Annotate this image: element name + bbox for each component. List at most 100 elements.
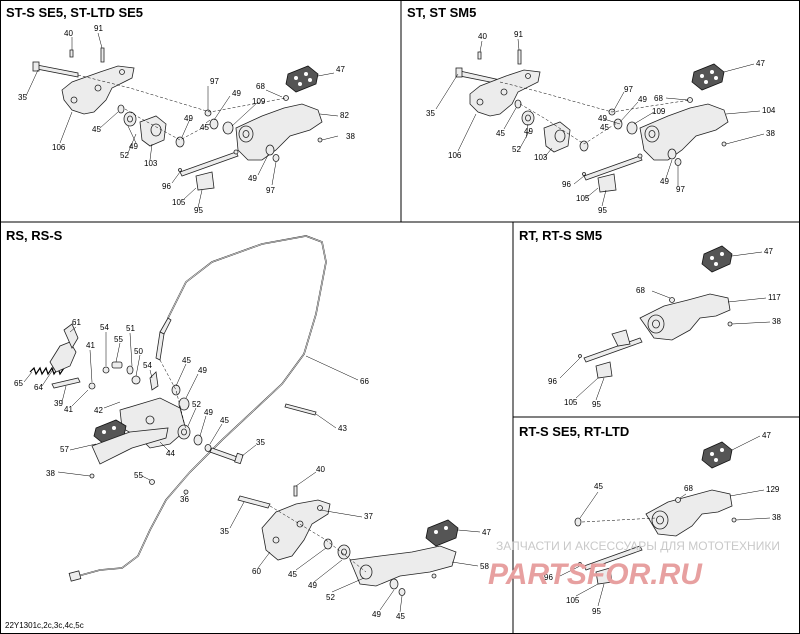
callout-52: 52 <box>192 400 201 409</box>
panel-title-rt-s-se5: RT-S SE5, RT-LTD <box>519 424 629 439</box>
panel-1-leaders <box>25 32 339 209</box>
callout-45: 45 <box>600 123 609 132</box>
callout-47: 47 <box>336 65 345 74</box>
panel-2-callouts: 40 91 35 106 45 49 52 103 96 105 95 97 4… <box>426 30 776 215</box>
callout-43: 43 <box>338 424 347 433</box>
callout-96: 96 <box>562 180 571 189</box>
panel-title-rs: RS, RS-S <box>6 228 63 243</box>
callout-57: 57 <box>60 445 69 454</box>
callout-96: 96 <box>162 182 171 191</box>
callout-45: 45 <box>182 356 191 365</box>
callout-49: 49 <box>308 581 317 590</box>
callout-35: 35 <box>256 438 265 447</box>
callout-95: 95 <box>592 400 601 409</box>
callout-54: 54 <box>143 361 152 370</box>
panel-title-st-s-se5: ST-S SE5, ST-LTD SE5 <box>6 5 143 20</box>
callout-45: 45 <box>288 570 297 579</box>
callout-38: 38 <box>346 132 355 141</box>
panel-4-parts <box>578 245 733 379</box>
callout-49: 49 <box>372 610 381 619</box>
callout-36: 36 <box>180 495 189 504</box>
callout-60: 60 <box>252 567 261 576</box>
callout-42: 42 <box>94 406 103 415</box>
callout-68: 68 <box>684 484 693 493</box>
panel-1-parts <box>32 47 323 191</box>
callout-96: 96 <box>548 377 557 386</box>
callout-47: 47 <box>764 247 773 256</box>
reference-code: 22Y1301c,2c,3c,4c,5c <box>5 621 84 630</box>
callout-41: 41 <box>64 405 73 414</box>
callout-38: 38 <box>772 317 781 326</box>
panel-3-parts <box>29 235 459 596</box>
callout-52: 52 <box>120 151 129 160</box>
callout-68: 68 <box>636 286 645 295</box>
panel-4-callouts: 47 68 117 38 96 105 95 <box>548 247 781 409</box>
callout-109: 109 <box>652 107 666 116</box>
watermark-caption: ЗАПЧАСТИ И АКСЕССУАРЫ ДЛЯ МОТОТЕХНИКИ <box>496 539 780 553</box>
callout-61: 61 <box>72 318 81 327</box>
callout-49: 49 <box>660 177 669 186</box>
callout-95: 95 <box>194 206 203 215</box>
callout-96: 96 <box>544 573 553 582</box>
callout-97: 97 <box>210 77 219 86</box>
panel-title-st-sm5: ST, ST SM5 <box>407 5 476 20</box>
callout-40: 40 <box>478 32 487 41</box>
panel-rt-s-se5: 47 45 68 129 38 96 105 95 <box>544 431 781 616</box>
panel-2-parts <box>455 49 729 193</box>
callout-45: 45 <box>220 416 229 425</box>
callout-47: 47 <box>762 431 771 440</box>
callout-37: 37 <box>364 512 373 521</box>
panel-rt-sm5: 47 68 117 38 96 105 95 <box>548 245 781 409</box>
callout-38: 38 <box>772 513 781 522</box>
panel-st-s-se5: 40 91 35 106 45 49 52 103 96 105 95 97 4… <box>18 24 355 215</box>
callout-105: 105 <box>564 398 578 407</box>
callout-105: 105 <box>576 194 590 203</box>
panel-st-sm5: 40 91 35 106 45 49 52 103 96 105 95 97 4… <box>426 30 776 215</box>
callout-106: 106 <box>448 151 462 160</box>
callout-35: 35 <box>426 109 435 118</box>
callout-55: 55 <box>134 471 143 480</box>
callout-97: 97 <box>266 186 275 195</box>
callout-129: 129 <box>766 485 780 494</box>
panel-5-leaders <box>559 435 771 607</box>
callout-41: 41 <box>86 341 95 350</box>
callout-38: 38 <box>46 469 55 478</box>
callout-55: 55 <box>114 335 123 344</box>
callout-106: 106 <box>52 143 66 152</box>
callout-104: 104 <box>762 106 776 115</box>
panel-3-callouts: 61 65 64 39 41 41 42 54 55 51 50 54 45 4… <box>14 318 491 621</box>
callout-66: 66 <box>360 377 369 386</box>
panel-5-parts <box>574 441 737 585</box>
callout-45: 45 <box>396 612 405 621</box>
callout-45: 45 <box>92 125 101 134</box>
callout-40: 40 <box>64 29 73 38</box>
callout-38: 38 <box>766 129 775 138</box>
callout-117: 117 <box>768 293 781 302</box>
callout-49: 49 <box>204 408 213 417</box>
callout-50: 50 <box>134 347 143 356</box>
panel-1-callouts: 40 91 35 106 45 49 52 103 96 105 95 97 4… <box>18 24 355 215</box>
callout-45: 45 <box>496 129 505 138</box>
callout-105: 105 <box>172 198 186 207</box>
callout-52: 52 <box>512 145 521 154</box>
callout-44: 44 <box>166 449 175 458</box>
callout-109: 109 <box>252 97 266 106</box>
callout-49: 49 <box>232 89 241 98</box>
callout-95: 95 <box>592 607 601 616</box>
callout-97: 97 <box>624 85 633 94</box>
callout-35: 35 <box>18 93 27 102</box>
callout-49: 49 <box>598 114 607 123</box>
callout-103: 103 <box>144 159 158 168</box>
callout-54: 54 <box>100 323 109 332</box>
panel-2-leaders <box>435 38 765 207</box>
callout-68: 68 <box>256 82 265 91</box>
callout-45: 45 <box>594 482 603 491</box>
callout-49: 49 <box>524 127 533 136</box>
panel-4-leaders <box>559 251 771 401</box>
callout-40: 40 <box>316 465 325 474</box>
callout-45: 45 <box>200 123 209 132</box>
callout-82: 82 <box>340 111 349 120</box>
callout-52: 52 <box>326 593 335 602</box>
panel-3-leaders <box>23 326 481 613</box>
